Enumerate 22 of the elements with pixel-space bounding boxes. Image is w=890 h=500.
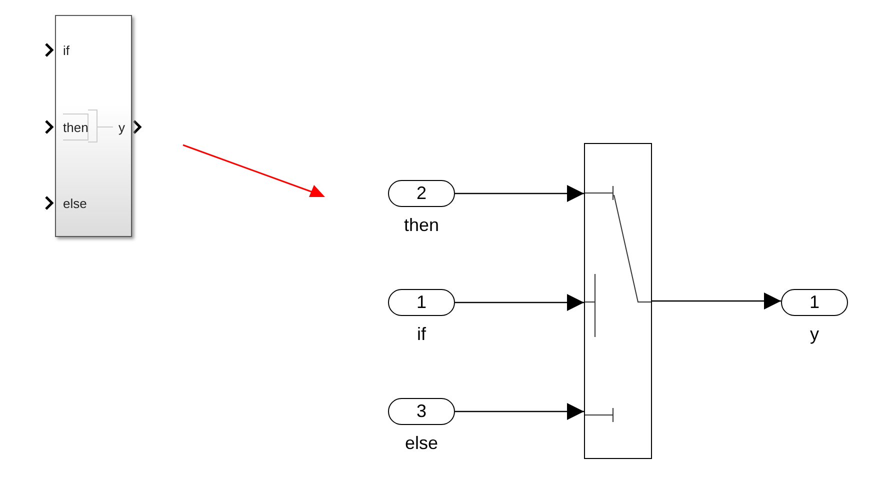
port-name: if bbox=[417, 324, 426, 345]
port-label: if bbox=[63, 43, 70, 58]
subsystem-block bbox=[55, 15, 132, 237]
port-number: 2 bbox=[416, 183, 426, 204]
port-block bbox=[388, 180, 455, 207]
port-label: then bbox=[63, 120, 88, 135]
port-block bbox=[781, 289, 848, 316]
port-number: 1 bbox=[416, 292, 426, 313]
signal-arrow bbox=[652, 292, 781, 310]
signal-arrow bbox=[455, 294, 584, 311]
port-block bbox=[388, 398, 455, 425]
port-block bbox=[388, 289, 455, 316]
signal-arrow bbox=[455, 403, 584, 420]
port-label: else bbox=[63, 196, 87, 211]
port-name: y bbox=[810, 324, 819, 345]
signal-arrow bbox=[455, 185, 584, 202]
port-number: 3 bbox=[416, 401, 426, 422]
port-name: else bbox=[404, 433, 438, 454]
switch-block bbox=[584, 143, 652, 459]
port-number: 1 bbox=[809, 292, 820, 313]
port-name: then bbox=[404, 215, 440, 236]
port-label: y bbox=[118, 120, 125, 135]
